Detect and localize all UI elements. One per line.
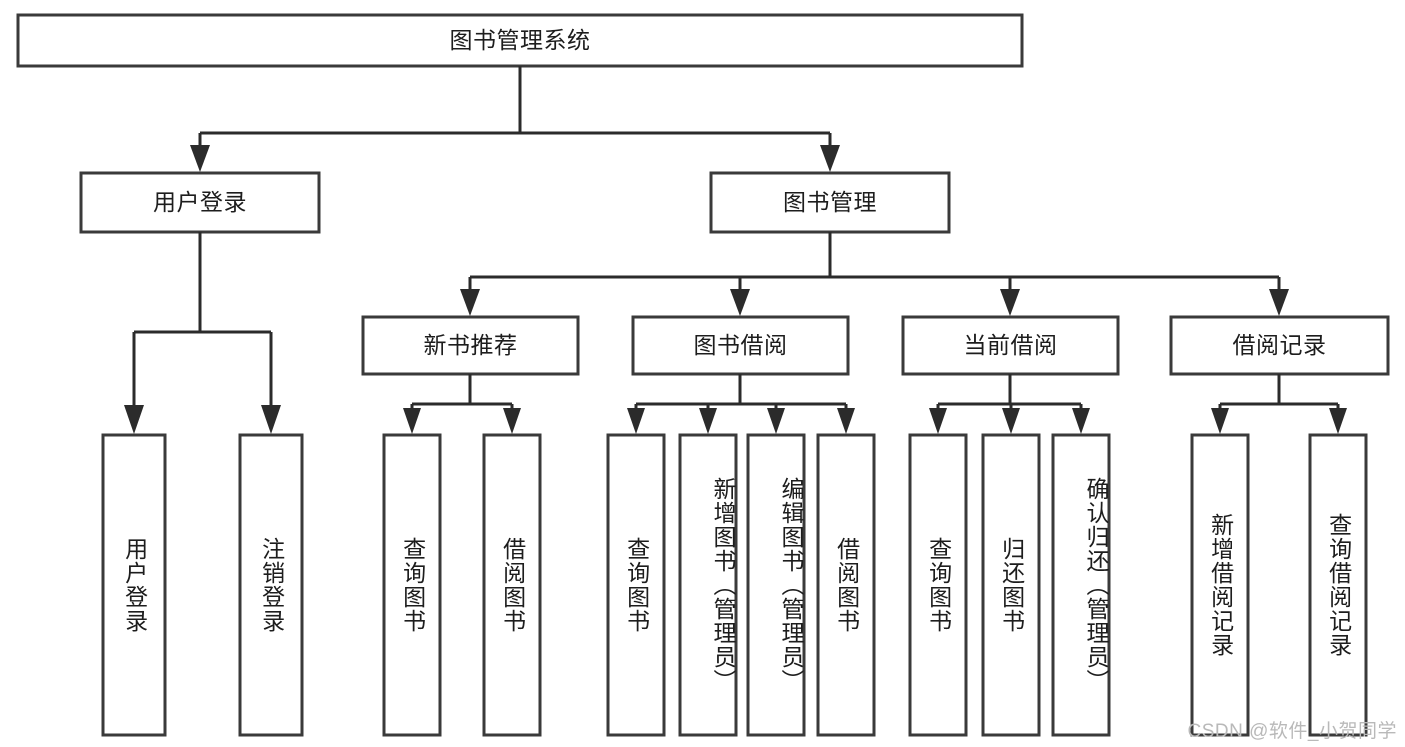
- node-box-leaf-user-login-2[interactable]: [238, 433, 304, 737]
- node-box-leaf-bookborrow-2[interactable]: [678, 433, 738, 737]
- connector-currentborrow-to-leaves: [929, 374, 1090, 434]
- node-box-leaf-currentborrow-3[interactable]: [1051, 433, 1111, 737]
- node-box-current-borrow[interactable]: [901, 315, 1120, 376]
- node-box-leaf-newbook-1[interactable]: [382, 433, 442, 737]
- node-box-borrow-record[interactable]: [1169, 315, 1390, 376]
- node-box-book-management[interactable]: [709, 171, 951, 234]
- connector-bookmgmt-to-level3: [460, 232, 1289, 316]
- connector-newbook-to-leaves: [403, 374, 521, 434]
- connector-bookborrow-to-leaves: [627, 374, 855, 434]
- connector-borrowrecord-to-leaves: [1211, 374, 1347, 434]
- node-box-user-login[interactable]: [79, 171, 321, 234]
- node-box-root[interactable]: [16, 13, 1024, 68]
- connector-root-to-level2: [190, 66, 840, 172]
- node-box-leaf-user-login-1[interactable]: [101, 433, 167, 737]
- connector-userlogin-to-leaves: [124, 232, 281, 434]
- node-box-leaf-newbook-2[interactable]: [482, 433, 542, 737]
- node-box-leaf-borrowrecord-1[interactable]: [1190, 433, 1250, 737]
- node-box-new-book-recommend[interactable]: [361, 315, 580, 376]
- node-box-leaf-bookborrow-1[interactable]: [606, 433, 666, 737]
- node-box-leaf-borrowrecord-2[interactable]: [1308, 433, 1368, 737]
- node-box-leaf-bookborrow-4[interactable]: [816, 433, 876, 737]
- node-box-leaf-currentborrow-2[interactable]: [981, 433, 1041, 737]
- node-box-leaf-bookborrow-3[interactable]: [746, 433, 806, 737]
- node-box-book-borrow[interactable]: [631, 315, 850, 376]
- watermark-label: CSDN @软件_小贺同学: [1187, 721, 1397, 742]
- node-box-leaf-currentborrow-1[interactable]: [908, 433, 968, 737]
